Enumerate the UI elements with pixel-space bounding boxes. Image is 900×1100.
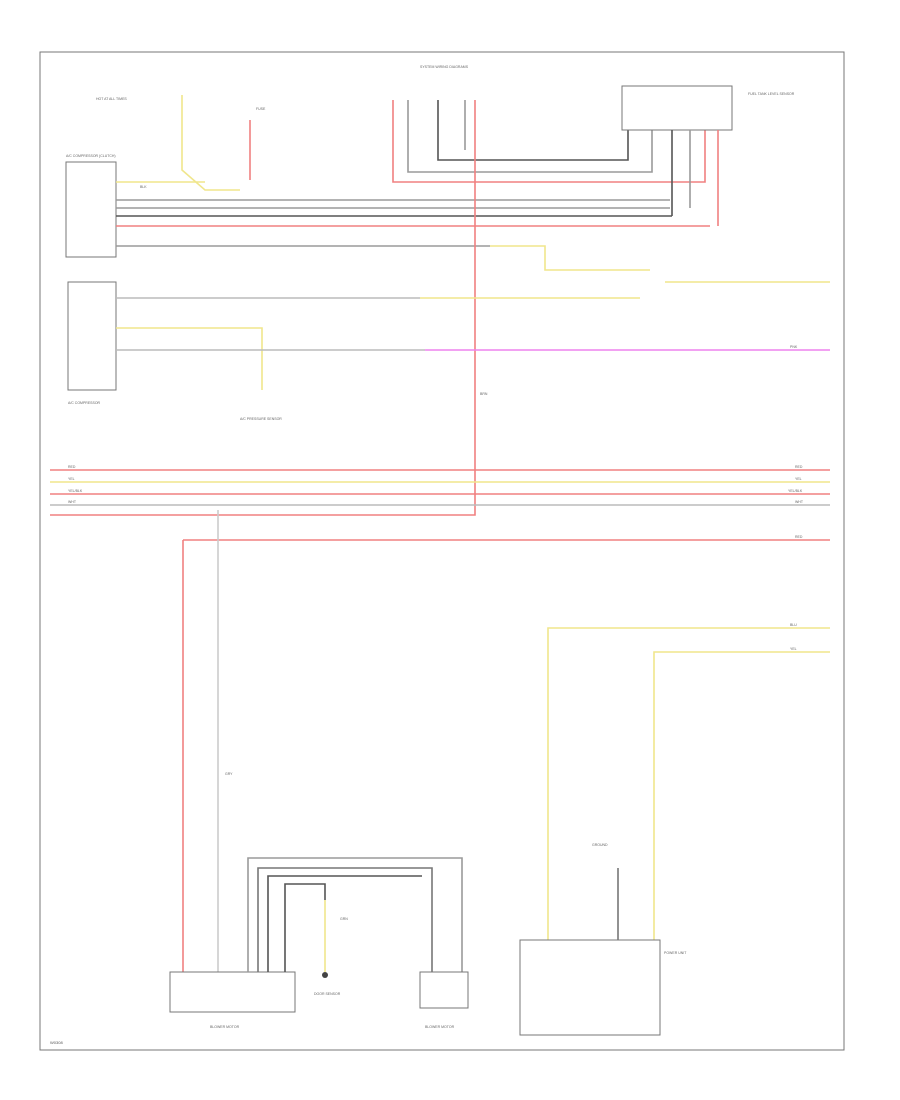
diagram-frame bbox=[39, 51, 845, 1051]
bus-label-yel-right: YEL bbox=[795, 477, 802, 481]
ac-compressor-bottom-box bbox=[67, 281, 117, 391]
wire-label-blk: BLK bbox=[140, 185, 147, 189]
wire-top-red-a bbox=[392, 100, 706, 183]
ground-label: GROUND bbox=[592, 843, 608, 847]
wire-bottom-loop-mid bbox=[257, 867, 433, 972]
wire-top-red-d bbox=[50, 100, 476, 516]
power-unit-box bbox=[519, 939, 661, 1036]
hot-at-all-times-label: HOT AT ALL TIMES bbox=[96, 97, 127, 101]
bus-label-wht-left: WHT bbox=[68, 500, 77, 504]
wire-yellow-right-2 bbox=[653, 651, 830, 940]
bus-label-red-long: RED bbox=[795, 535, 803, 539]
blower-motor-left-label: BLOWER MOTOR bbox=[210, 1025, 240, 1029]
wire-top-yellow-vert bbox=[181, 95, 240, 191]
wire-label-brn: BRN bbox=[480, 392, 488, 396]
wire-mid-yellow-2 bbox=[116, 327, 263, 390]
sensor-center-label: A/C PRESSURE SENSOR bbox=[240, 417, 282, 421]
blower-motor-right-label: BLOWER MOTOR bbox=[425, 1025, 455, 1029]
blower-motor-left-box bbox=[169, 971, 296, 1013]
wire-bottom-loop-outer bbox=[247, 857, 463, 972]
right-module-label: FUEL TANK LEVEL SENSOR bbox=[748, 92, 795, 96]
yellow-right-label-2: YEL bbox=[790, 647, 797, 651]
header-text: SYSTEM WIRING DIAGRAMS bbox=[420, 65, 469, 69]
bus-label-yelblk-left: YEL/BLK bbox=[68, 489, 83, 493]
yellow-right-label-1: BLU bbox=[790, 623, 797, 627]
blower-motor-right-box bbox=[419, 971, 469, 1009]
bus-label-red-right: RED bbox=[795, 465, 803, 469]
right-module-box bbox=[621, 85, 733, 131]
bus-label-yel-left: YEL bbox=[68, 477, 75, 481]
wire-bottom-loop-dark bbox=[284, 883, 326, 972]
wire-yellow-right-1 bbox=[547, 627, 830, 940]
bus-label-yelblk-right: YEL/BLK bbox=[788, 489, 803, 493]
wire-top-gray-b bbox=[407, 100, 653, 173]
footer-code: W0308 bbox=[50, 1040, 63, 1045]
wire-label-pnk: PNK bbox=[790, 345, 798, 349]
ac-compressor-top-box bbox=[65, 161, 117, 258]
door-sensor-terminal bbox=[322, 972, 328, 978]
door-sensor-label: DOOR SENSOR bbox=[314, 992, 341, 996]
wire-bottom-loop-inner bbox=[267, 875, 422, 972]
wire-label-grn: GRN bbox=[340, 917, 348, 921]
ac-compressor-bottom-label: A/C COMPRESSOR bbox=[68, 401, 101, 405]
fuse-top-label: FUSE bbox=[256, 107, 266, 111]
wire-label-gry: GRY bbox=[225, 772, 233, 776]
wire-h-yellow-1 bbox=[490, 245, 650, 271]
ac-compressor-top-label: A/C COMPRESSOR (CLUTCH) bbox=[66, 154, 116, 158]
wire-top-dark-c bbox=[437, 100, 629, 161]
bus-label-wht-right: WHT bbox=[795, 500, 804, 504]
power-unit-label: POWER UNIT bbox=[664, 951, 687, 955]
bus-label-red-left: RED bbox=[68, 465, 76, 469]
